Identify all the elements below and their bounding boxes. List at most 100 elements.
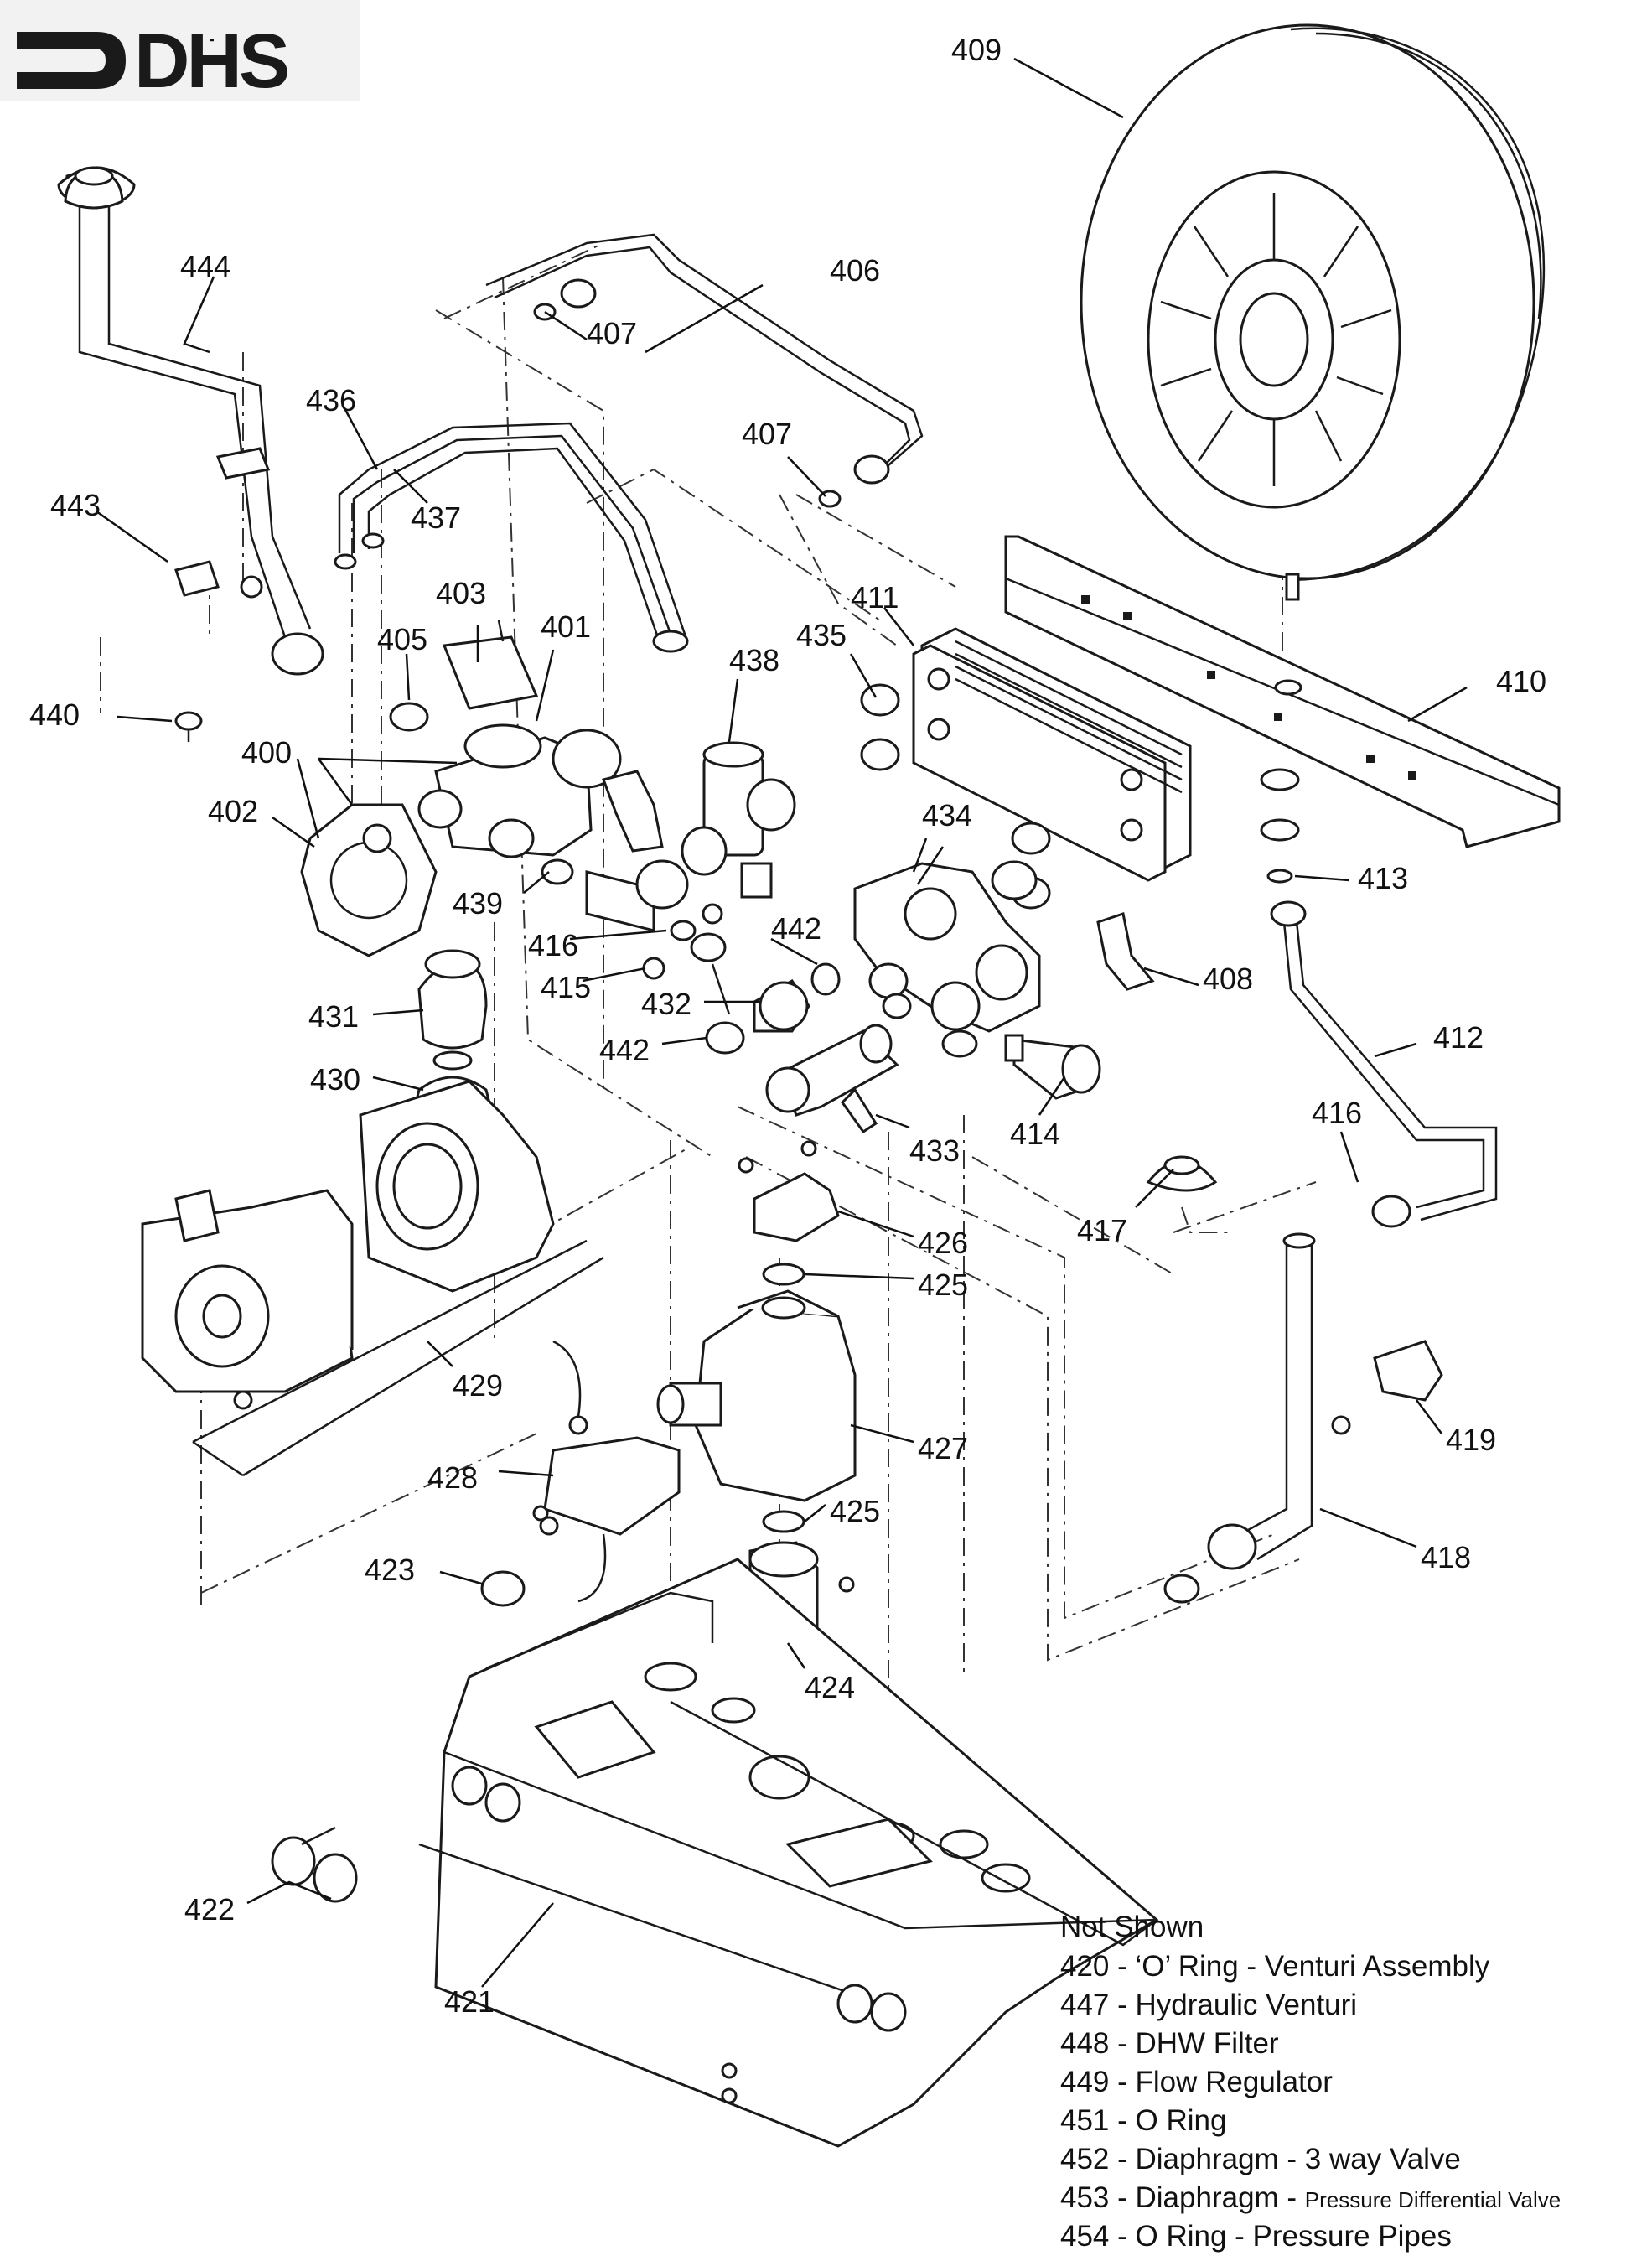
- callout-442a: 442: [771, 911, 821, 946]
- logo-text: DHS: [134, 18, 287, 104]
- part-443-clip: [174, 560, 263, 599]
- not-shown-heading: Not Shown: [1060, 1911, 1204, 1943]
- not-shown-item-main: 453 - Diaphragm -: [1060, 2181, 1305, 2214]
- callout-401: 401: [541, 609, 591, 644]
- part-425-orings: [762, 1263, 805, 1533]
- callout-403: 403: [436, 576, 486, 610]
- part-429-pump: [141, 1080, 604, 1477]
- logo-arrow-icon: [17, 32, 126, 89]
- part-412-pressure-pipe: [1270, 900, 1498, 1228]
- not-shown-item: 449 - Flow Regulator: [1060, 2066, 1333, 2098]
- part-415-416-fittings: [642, 903, 731, 1015]
- not-shown-item-small: Pressure Differential Valve: [1305, 2187, 1561, 2212]
- callout-411: 411: [851, 580, 899, 615]
- part-431-air-vent: [417, 949, 488, 1071]
- callout-402: 402: [208, 794, 258, 828]
- callout-440: 440: [29, 697, 80, 732]
- part-426-cover: [738, 1140, 840, 1242]
- callout-410: 410: [1496, 664, 1546, 698]
- assorted-screws: [532, 1505, 855, 2104]
- callout-437: 437: [411, 500, 461, 535]
- callout-436: 436: [306, 383, 356, 417]
- callout-427: 427: [918, 1431, 968, 1465]
- callout-425a: 425: [918, 1268, 968, 1302]
- not-shown-list: Not Shown 420 - ‘O’ Ring - Venturi Assem…: [1060, 1911, 1561, 2253]
- callout-414: 414: [1010, 1117, 1060, 1151]
- callout-443: 443: [50, 488, 101, 522]
- callout-423: 423: [365, 1553, 415, 1587]
- callout-406: 406: [830, 253, 880, 288]
- callout-400: 400: [241, 735, 292, 770]
- part-433-bypass: [765, 1024, 899, 1134]
- part-436-437-pipes: [334, 422, 689, 653]
- part-427-gas-valve: [552, 1289, 857, 1502]
- callout-433: 433: [909, 1133, 960, 1168]
- not-shown-item: 447 - Hydraulic Venturi: [1060, 1989, 1357, 2021]
- part-401-diverter-valve: [417, 723, 622, 858]
- part-440-screw: [174, 711, 203, 742]
- callout-442b: 442: [599, 1033, 650, 1067]
- callout-408: 408: [1203, 962, 1253, 996]
- callout-407b: 407: [742, 417, 792, 451]
- callout-415: 415: [541, 970, 591, 1004]
- part-408-clips: [602, 770, 1155, 991]
- callout-434: 434: [922, 798, 972, 832]
- callout-413: 413: [1358, 861, 1408, 895]
- callout-426: 426: [918, 1226, 968, 1260]
- part-410-mounting-bracket: [1004, 535, 1561, 848]
- not-shown-item: 453 - Diaphragm - Pressure Differential …: [1060, 2181, 1561, 2214]
- part-406-pipe: [485, 233, 924, 485]
- callout-421: 421: [444, 1984, 495, 2019]
- not-shown-item: 452 - Diaphragm - 3 way Valve: [1060, 2143, 1461, 2175]
- callout-432: 432: [641, 987, 691, 1021]
- part-421-chassis: [418, 1558, 1159, 2148]
- callout-424: 424: [805, 1670, 855, 1704]
- part-435-seals: [860, 683, 1051, 910]
- part-402-valve-body: [300, 803, 438, 957]
- not-shown-item: 454 - O Ring - Pressure Pipes: [1060, 2220, 1452, 2253]
- dhs-logo: DHS: [0, 0, 360, 104]
- callout-419: 419: [1446, 1423, 1496, 1457]
- callout-429: 429: [453, 1368, 503, 1403]
- callout-435: 435: [796, 618, 847, 652]
- callout-418: 418: [1421, 1540, 1471, 1574]
- part-439-elbow: [541, 858, 689, 932]
- callout-labels: 409 406 407 407 411 435 410 413 412 408 …: [29, 33, 1546, 2019]
- callout-409: 409: [951, 33, 1002, 67]
- not-shown-item: 448 - DHW Filter: [1060, 2027, 1279, 2060]
- part-411-plate-heat-exchanger: [912, 627, 1192, 882]
- callout-422: 422: [184, 1892, 235, 1927]
- part-428-ignition-module: [539, 1436, 681, 1603]
- not-shown-item: 420 - ‘O’ Ring - Venturi Assembly: [1060, 1950, 1490, 1983]
- part-405-oring: [389, 702, 429, 732]
- callout-439: 439: [453, 886, 503, 920]
- part-413-washers: [1260, 768, 1300, 884]
- not-shown-item: 451 - O Ring: [1060, 2104, 1226, 2137]
- part-442-orings: [705, 962, 841, 1055]
- callout-412: 412: [1433, 1020, 1484, 1055]
- part-403-bracket: [442, 620, 539, 710]
- callout-416a: 416: [528, 928, 578, 962]
- callout-428: 428: [427, 1460, 478, 1495]
- part-419-clip: [1331, 1340, 1443, 1435]
- callout-444: 444: [180, 249, 230, 283]
- part-434-manifold: [853, 860, 1041, 1058]
- callout-425b: 425: [830, 1494, 880, 1528]
- callout-405: 405: [377, 622, 427, 656]
- callout-431: 431: [308, 999, 359, 1034]
- part-417-grommet: [1146, 1155, 1218, 1192]
- part-414-valve: [1004, 1034, 1101, 1100]
- part-418-pipe: [1163, 1232, 1316, 1604]
- part-423-clip: [480, 1570, 526, 1607]
- part-438-fitting: [681, 741, 796, 899]
- part-444-pipe: [57, 166, 324, 676]
- callout-417: 417: [1077, 1213, 1127, 1247]
- part-444-cap: [64, 166, 124, 210]
- callout-438: 438: [729, 643, 779, 677]
- part-409-expansion-vessel: [1080, 23, 1546, 601]
- callout-leaders: [96, 39, 1468, 1988]
- part-422-grommets: [271, 1826, 358, 1903]
- callout-407a: 407: [587, 316, 637, 350]
- callout-430: 430: [310, 1062, 360, 1097]
